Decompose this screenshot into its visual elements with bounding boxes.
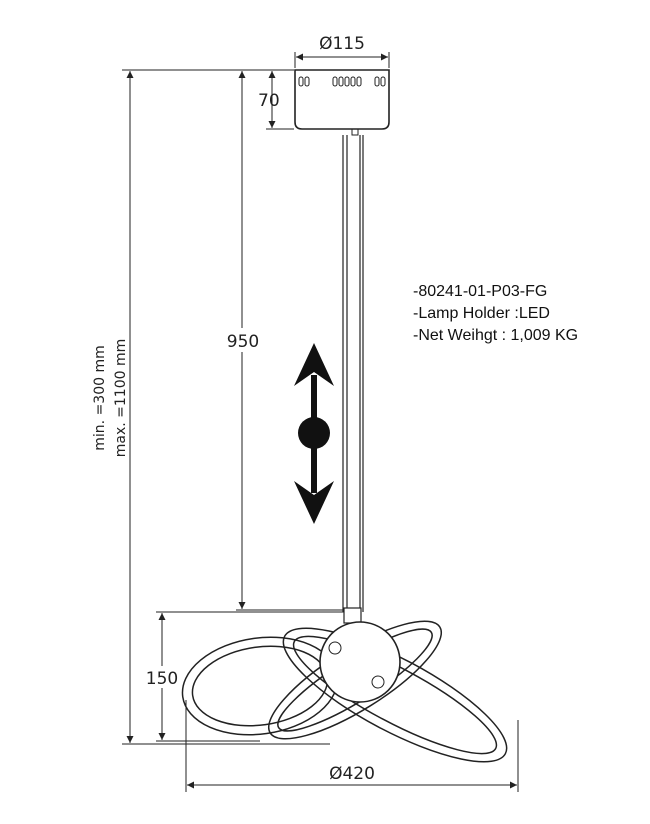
dim-total-length [122,69,330,745]
fixture-height-label: 150 [146,669,178,689]
canopy-vent-slots [298,76,386,87]
canopy-diameter-label: Ø115 [319,34,365,54]
dim-fixture-diameter [185,700,519,792]
canopy [294,69,390,136]
spec-lamp-holder: -Lamp Holder :LED [413,305,550,322]
fixture-diameter-label: Ø420 [329,764,375,784]
total-min-label: min. =300 mm [92,345,108,450]
center-sphere [319,621,401,703]
spec-net-weight: -Net Weihgt : 1,009 KG [413,327,579,344]
suspension-cable [342,135,364,624]
dim-fixture-height [156,611,344,742]
total-max-label: max. =1100 mm [113,339,129,458]
dim-canopy-height [266,69,294,130]
spec-info: -80241-01-P03-FG -Lamp Holder :LED -Net … [413,281,578,347]
canopy-height-label: 70 [258,91,280,111]
dim-canopy-diameter [294,52,390,68]
drop-length-label: 950 [227,332,259,352]
ring-left [181,636,339,736]
ring-right [282,627,508,763]
vertical-adjust-arrows-icon [294,343,334,524]
spec-model: -80241-01-P03-FG [413,283,548,300]
